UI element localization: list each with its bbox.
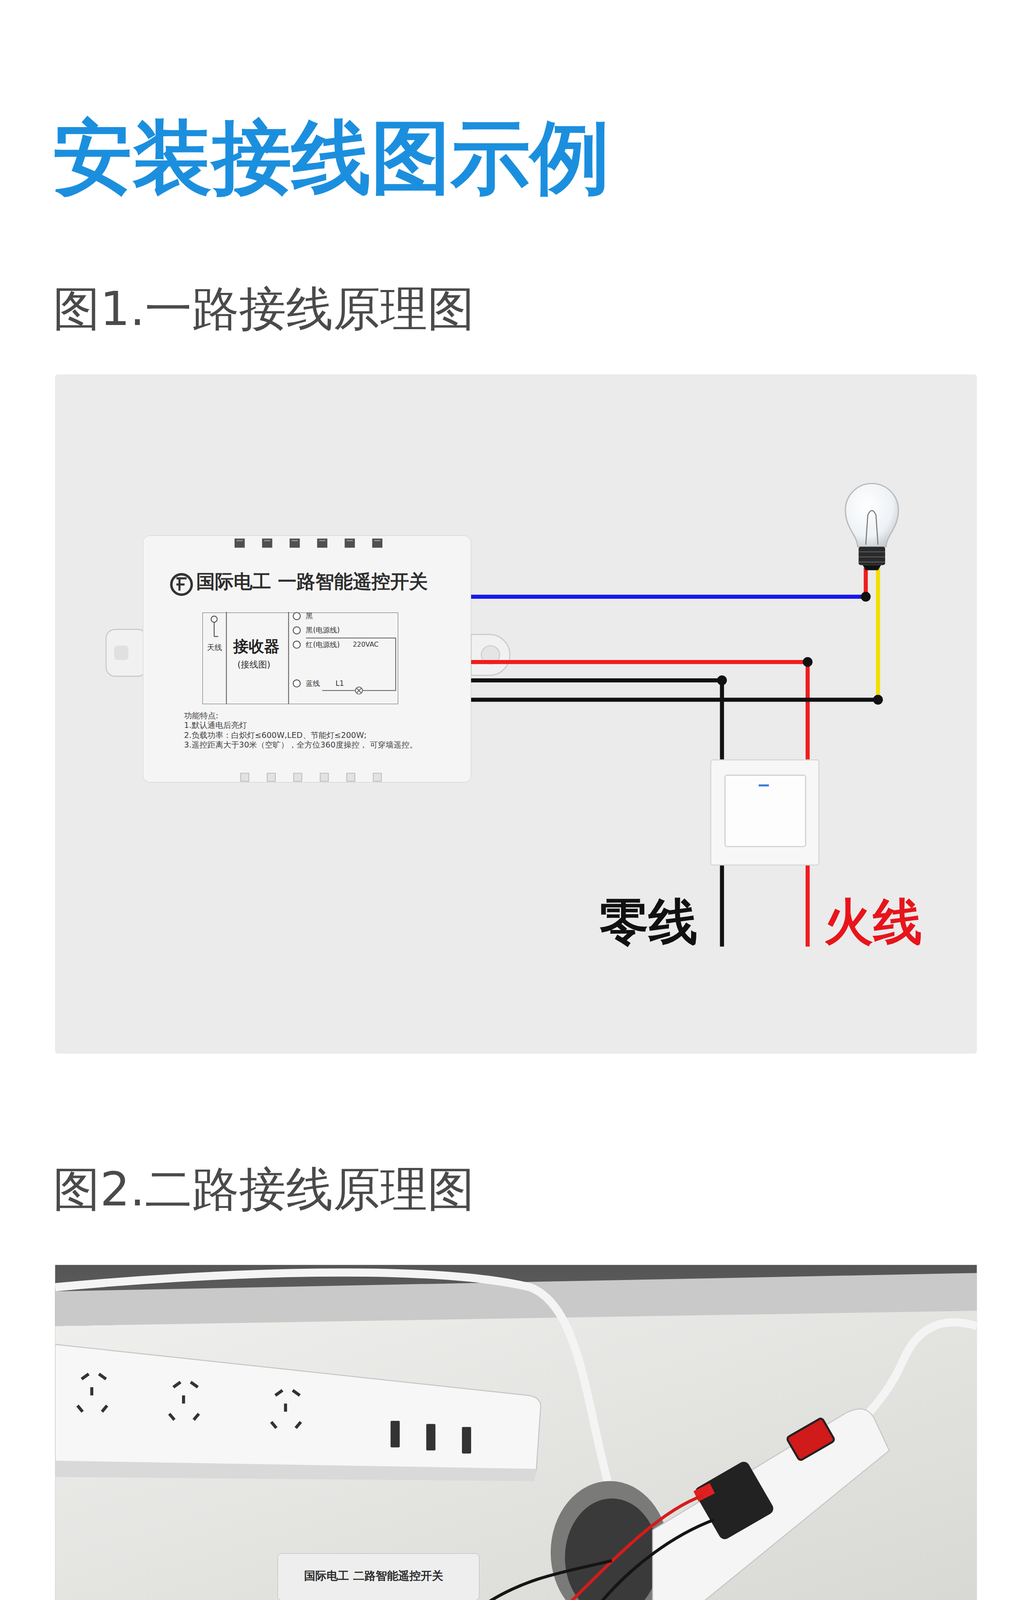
receiver-housing-shape <box>176 578 187 591</box>
figure-panel <box>54 374 977 1053</box>
wiring <box>471 697 879 702</box>
receiver-housing-shape <box>293 679 301 687</box>
receiver-housing-shape <box>240 773 382 782</box>
receiver-housing-shape <box>171 573 192 595</box>
wall-switch <box>710 759 819 865</box>
receiver-housing-shape <box>293 641 301 649</box>
wiring <box>471 594 866 599</box>
panel-heading: 接收器 <box>233 637 280 656</box>
light-bulb <box>858 551 886 562</box>
installation-photo <box>54 1272 610 1489</box>
receiver-unit-photo: 国际电工 二路智能遥控开关 <box>277 1552 480 1600</box>
wiring <box>719 856 724 946</box>
junction-dots <box>860 591 871 602</box>
receiver-housing-shape <box>293 612 301 620</box>
receiver-housing-shape <box>106 535 510 782</box>
receiver-housing-shape <box>106 628 148 677</box>
light-bulb <box>858 546 886 565</box>
product-name: 国际电工 二路智能遥控开关 <box>304 1568 443 1582</box>
antenna-label: 天线 <box>207 643 223 652</box>
terminal-label: 黑(电源线) <box>305 626 340 634</box>
installation-photo <box>550 1480 669 1600</box>
receiver-housing: 国际电工 一路智能遥控开关功能特点:1.默认通电后亮灯2.负载功率：白炽灯≤60… <box>142 535 472 782</box>
voltage-label: 220VAC <box>352 641 379 648</box>
terminal-label: 红(电源线) <box>305 641 340 649</box>
receiver-housing-shape <box>114 645 129 660</box>
wire-name: 火线 <box>823 897 923 947</box>
installation-photo <box>169 1381 199 1420</box>
installation-photo <box>868 1321 978 1413</box>
receiver-housing-shape <box>305 637 396 691</box>
installation-photo <box>652 1408 890 1600</box>
installation-photo <box>461 1426 472 1454</box>
wiring <box>471 568 879 947</box>
load-label: L1 <box>335 679 344 687</box>
installation-photo <box>390 1420 400 1448</box>
receiver-housing-shape <box>234 538 383 548</box>
light-bulb <box>862 564 881 570</box>
wiring-panel: 接收器 (接线图) <box>202 612 399 704</box>
installation-photo <box>54 1310 977 1600</box>
panel-subheading: (接线图) <box>237 659 271 670</box>
installation-photo <box>564 1497 659 1600</box>
figure-caption: 图2.二路接线原理图 <box>52 1165 475 1213</box>
installation-photo <box>571 1494 704 1600</box>
feature-note: 2.负载功率：白炽灯≤600W,LED、节能灯≤200W; <box>184 730 367 741</box>
receiver-housing-shape <box>293 626 301 634</box>
wiring <box>805 856 810 946</box>
terminal-label: 黑 <box>305 612 313 620</box>
receiver-housing-shape <box>142 535 472 782</box>
feature-note: 3.遥控距离大于30米（空旷），全方位360度操控， 可穿墙遥控。 <box>184 740 430 750</box>
installation-photo <box>786 1417 836 1461</box>
receiver-housing-shape <box>355 686 363 694</box>
wall-switch <box>758 784 769 787</box>
wall-switch <box>725 775 806 847</box>
junction-dots <box>717 591 884 705</box>
light-bulb <box>845 483 899 547</box>
wiring <box>875 568 881 700</box>
product-name: 国际电工 一路智能遥控开关 <box>196 570 428 593</box>
junction-dots <box>802 656 813 667</box>
installation-photo <box>54 1264 977 1600</box>
wiring <box>471 680 722 776</box>
feature-note: 1.默认通电后亮灯 <box>184 720 248 731</box>
wall-switch <box>710 759 819 865</box>
page-title: 安装接线图示例 <box>52 109 610 206</box>
figure-caption: 图1.一路接线原理图 <box>52 285 475 333</box>
receiver-housing-shape <box>356 687 362 693</box>
installation-photo <box>693 1459 776 1541</box>
receiver-housing-shape <box>471 634 510 676</box>
installation-photo <box>54 1264 977 1600</box>
installation-photo <box>426 1423 436 1450</box>
installation-photo <box>601 1519 714 1600</box>
receiver-housing-shape <box>226 611 289 704</box>
installation-photo <box>271 1389 301 1428</box>
feature-heading: 功能特点: <box>184 711 219 721</box>
terminal-label: 蓝线 <box>305 679 320 687</box>
installation-photo <box>54 1460 537 1481</box>
wire-name: 零线 <box>599 897 698 947</box>
light-bulb <box>865 510 878 545</box>
wiring <box>471 661 808 776</box>
installation-photo <box>54 1344 541 1480</box>
junction-dots <box>717 675 728 686</box>
installation-photo <box>489 1560 612 1600</box>
receiver-housing-shape <box>214 621 219 637</box>
light-bulb <box>845 483 899 570</box>
receiver-housing-shape <box>211 616 218 623</box>
figure-panel <box>54 374 977 1053</box>
junction-dots <box>873 694 884 705</box>
receiver-housing-shape <box>236 539 381 541</box>
installation-photo <box>77 1373 108 1412</box>
